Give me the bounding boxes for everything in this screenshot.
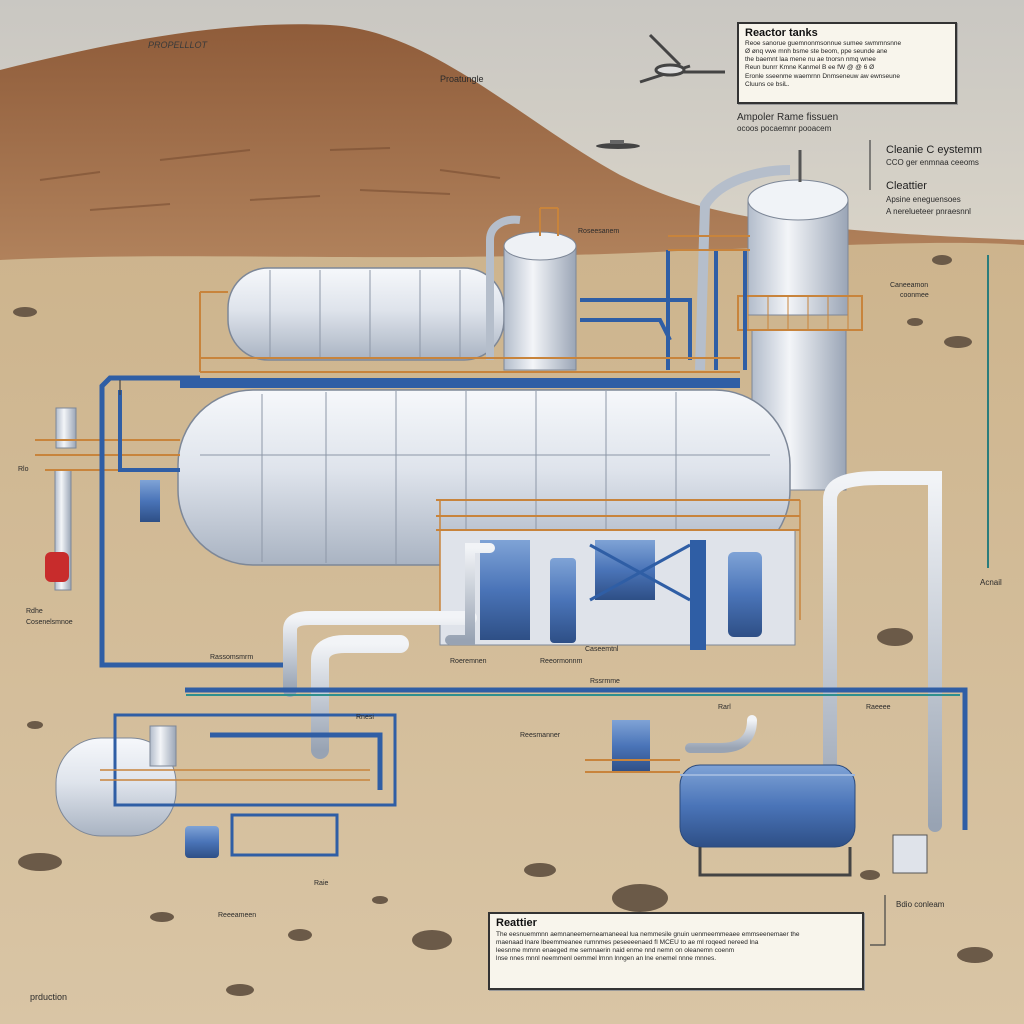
lower-right-blue-vessel: [585, 720, 928, 877]
reattier-line-4: lnse nnes mnnl neemmenl oemmel lmnn lnng…: [496, 955, 717, 963]
left-small-tower: [35, 407, 180, 591]
cyanide-system-sublabel: CCO ger enmnaa ceeoms: [886, 158, 979, 167]
footer-label: prduction: [30, 992, 68, 1002]
cleattier-sublabel-2: A nerelueteer pnraesnnl: [886, 207, 971, 216]
bottom-right-label: Bdio conleam: [896, 900, 945, 909]
mid-label-1: Rassomsmrm: [210, 654, 254, 661]
mid-label-3: Reeormonnm: [540, 658, 583, 665]
mid-vertical-tank: [503, 231, 577, 371]
aircraft-icon: [596, 140, 640, 149]
low-label-2: Reeeameen: [218, 912, 257, 919]
ridge-label: Proatungle: [440, 74, 484, 84]
tower-tag-2: coonmee: [900, 292, 929, 299]
mid-label-2: Roeremnen: [450, 658, 487, 665]
low-label-3: Raie: [314, 880, 329, 887]
reattier-line-3: leesnme mmnn enaeged me semnaerin naid e…: [496, 947, 735, 955]
central-process-block: [436, 499, 801, 650]
tower-crossover-pipe: [695, 165, 791, 371]
ampoler-sublabel: ocoos pocaemnr pooacem: [737, 124, 832, 133]
mid-tank-pipe: [486, 215, 521, 360]
reattier-title: Reattier: [496, 917, 537, 929]
left-blue-pipe-upper: [118, 390, 180, 472]
site-label: PROPELLLOT: [148, 40, 208, 50]
low-label-1: Rnesi: [356, 714, 374, 721]
reactor-line-5: Eronle sseenme waemrnn Dnmseneuw aw ewns…: [745, 72, 900, 80]
connector-lines: [119, 140, 886, 946]
mid-label-7: Reesmanner: [520, 732, 561, 739]
reattier-line-1: The eesnuemmnn aemnaneemerneamaneeal lua…: [496, 931, 800, 938]
edge-right-label: Acnail: [980, 578, 1002, 587]
reactor-line-4: Reun bunrr Kmne Kanmel B ee fW @ @ 6 Ø: [745, 64, 875, 72]
main-storage-tank: [177, 378, 791, 566]
left-tag-2: Cosenelsmnoe: [26, 619, 73, 626]
drone-icon: [639, 33, 725, 84]
reattier-callout: Reattier The eesnuemmnn aemnaneemerneama…: [488, 912, 864, 990]
mid-label-6: Roseesanem: [578, 228, 620, 235]
mid-label-9: Raeeee: [866, 704, 891, 711]
reactor-line-1: Reoe sanorue guemnonmsonnue sumee swmmns…: [745, 40, 902, 47]
upper-horizontal-tank: [227, 267, 505, 361]
mid-blue-line: [185, 687, 968, 830]
reactor-tanks-callout: Reactor tanks Reoe sanorue guemnonmsonnu…: [737, 22, 957, 104]
reactor-line-6: Cluuns ce bsiL.: [745, 80, 790, 88]
tower-tag: Caneeamon: [890, 282, 929, 289]
left-blue-pipe-loop: [99, 375, 290, 668]
white-process-pipes: [283, 449, 971, 832]
upper-railing: [199, 207, 750, 373]
reactor-line-2: Ø ønq vwe mnh bsme ste beom, ppe seunde …: [745, 48, 888, 56]
left-small-label: Rlo: [18, 466, 29, 473]
reactor-tanks-title: Reactor tanks: [745, 27, 818, 39]
dune-shadow-streaks: [39, 147, 501, 211]
cleattier-sublabel-1: Apsine eneguensoes: [886, 195, 961, 204]
mid-label-8: Rarl: [718, 704, 731, 711]
ampoler-label: Ampoler Rame fissuen: [737, 112, 839, 123]
mid-label-4: Caseemtnl: [585, 646, 619, 653]
cleattier-label: Cleattier: [886, 180, 927, 192]
left-tag-1: Rdhe: [26, 608, 43, 615]
reattier-line-2: maenaad lnare lbeemmeanee rumnmes peseee…: [496, 939, 759, 947]
mid-label-5: Rssrmme: [590, 678, 620, 685]
lower-left-vessel: [55, 713, 700, 858]
reactor-line-3: the baemnt laa mene nu ae tnorsn nmq wne…: [745, 56, 876, 64]
upper-blue-framework: [580, 250, 747, 370]
cyanide-system-label: Cleanie C eystemm: [886, 144, 982, 156]
rocks: [13, 255, 993, 996]
